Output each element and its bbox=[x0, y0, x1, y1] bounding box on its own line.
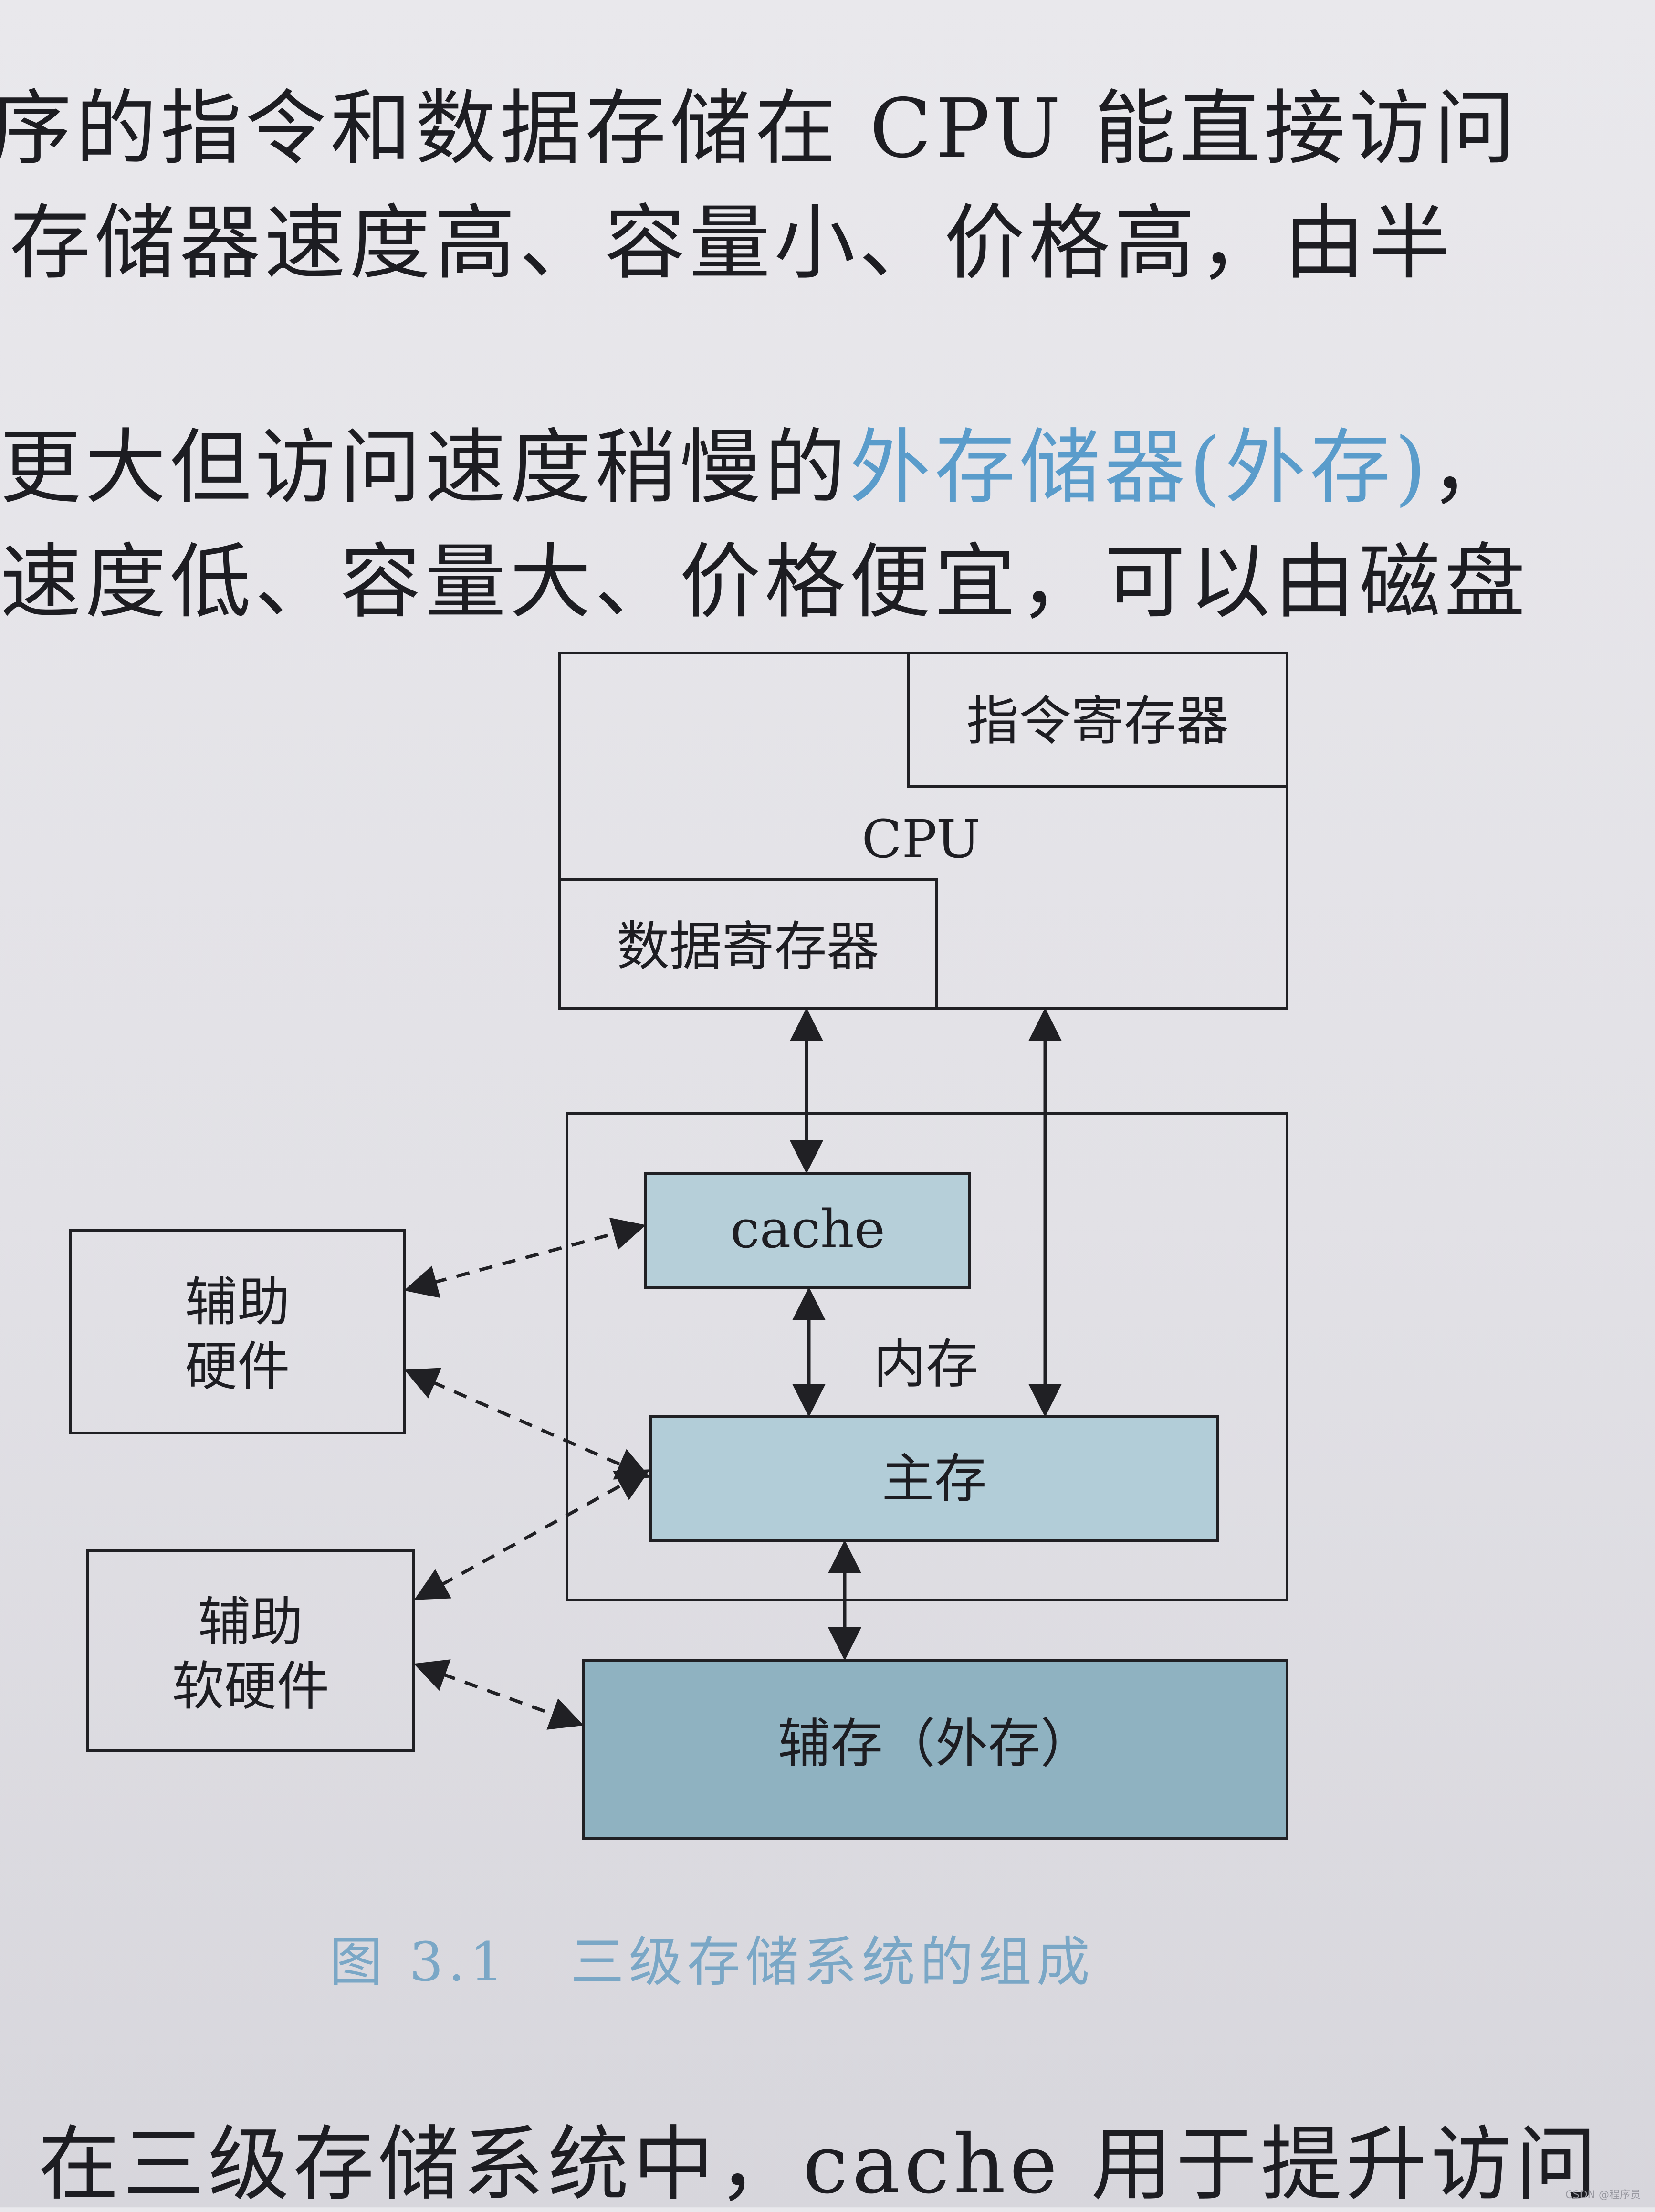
body-text-line-3: 更大但访问速度稍慢的外存储器(外存)， bbox=[0, 427, 1515, 508]
body-text-line-3-start: 更大但访问速度稍慢的 bbox=[0, 421, 850, 515]
figure-title: 三级存储系统的组成 bbox=[570, 1931, 1095, 1993]
dashed-arrow-hardware-cache bbox=[404, 1217, 646, 1298]
figure-number: 图 3.1 bbox=[329, 1931, 509, 1993]
body-text-line-2: 存储器速度高、容量小、价格高，由半 bbox=[10, 196, 1454, 291]
body-text-line-1: 序的指令和数据存储在 CPU 能直接访问 bbox=[0, 82, 1519, 176]
body-text-line-5: 在三级存储系统中，cache 用于提升访问 bbox=[38, 2117, 1601, 2212]
aux-software-label-1: 辅助 bbox=[198, 1591, 303, 1653]
aux-hardware-label-1: 辅助 bbox=[185, 1272, 290, 1333]
body-text-line-4: 速度低、容量大、价格便宜，可以由磁盘 bbox=[0, 535, 1529, 630]
aux-software-box bbox=[86, 1549, 415, 1752]
data-register-box bbox=[558, 878, 938, 1010]
dashed-arrow-hardware-main bbox=[404, 1368, 650, 1480]
aux-software-label-2: 软硬件 bbox=[172, 1656, 329, 1717]
secondary-storage-box bbox=[582, 1659, 1288, 1840]
cache-label: cache bbox=[730, 1199, 885, 1260]
aux-hardware-box bbox=[69, 1229, 406, 1434]
main-memory-box bbox=[649, 1415, 1219, 1542]
watermark: CSDN @程序员 bbox=[1565, 2189, 1641, 2201]
dashed-arrow-software-secondary bbox=[413, 1659, 584, 1730]
data-register-label: 数据寄存器 bbox=[617, 916, 880, 977]
internal-memory-label: 内存 bbox=[873, 1334, 978, 1395]
instruction-register-label: 指令寄存器 bbox=[966, 691, 1229, 752]
aux-hardware-label-2: 硬件 bbox=[185, 1336, 290, 1397]
external-storage-term: 外存储器(外存) bbox=[849, 421, 1430, 515]
secondary-storage-label: 辅存（外存） bbox=[778, 1713, 1093, 1774]
internal-memory-box bbox=[566, 1112, 1288, 1601]
body-text-line-3-end: ， bbox=[1430, 421, 1515, 515]
cpu-label: CPU bbox=[861, 809, 981, 870]
figure-caption: 图 3.1 三级存储系统的组成 bbox=[329, 1919, 1095, 1996]
dashed-arrow-software-main bbox=[414, 1469, 650, 1600]
instruction-register-box bbox=[907, 652, 1288, 788]
main-memory-label: 主存 bbox=[881, 1448, 987, 1509]
